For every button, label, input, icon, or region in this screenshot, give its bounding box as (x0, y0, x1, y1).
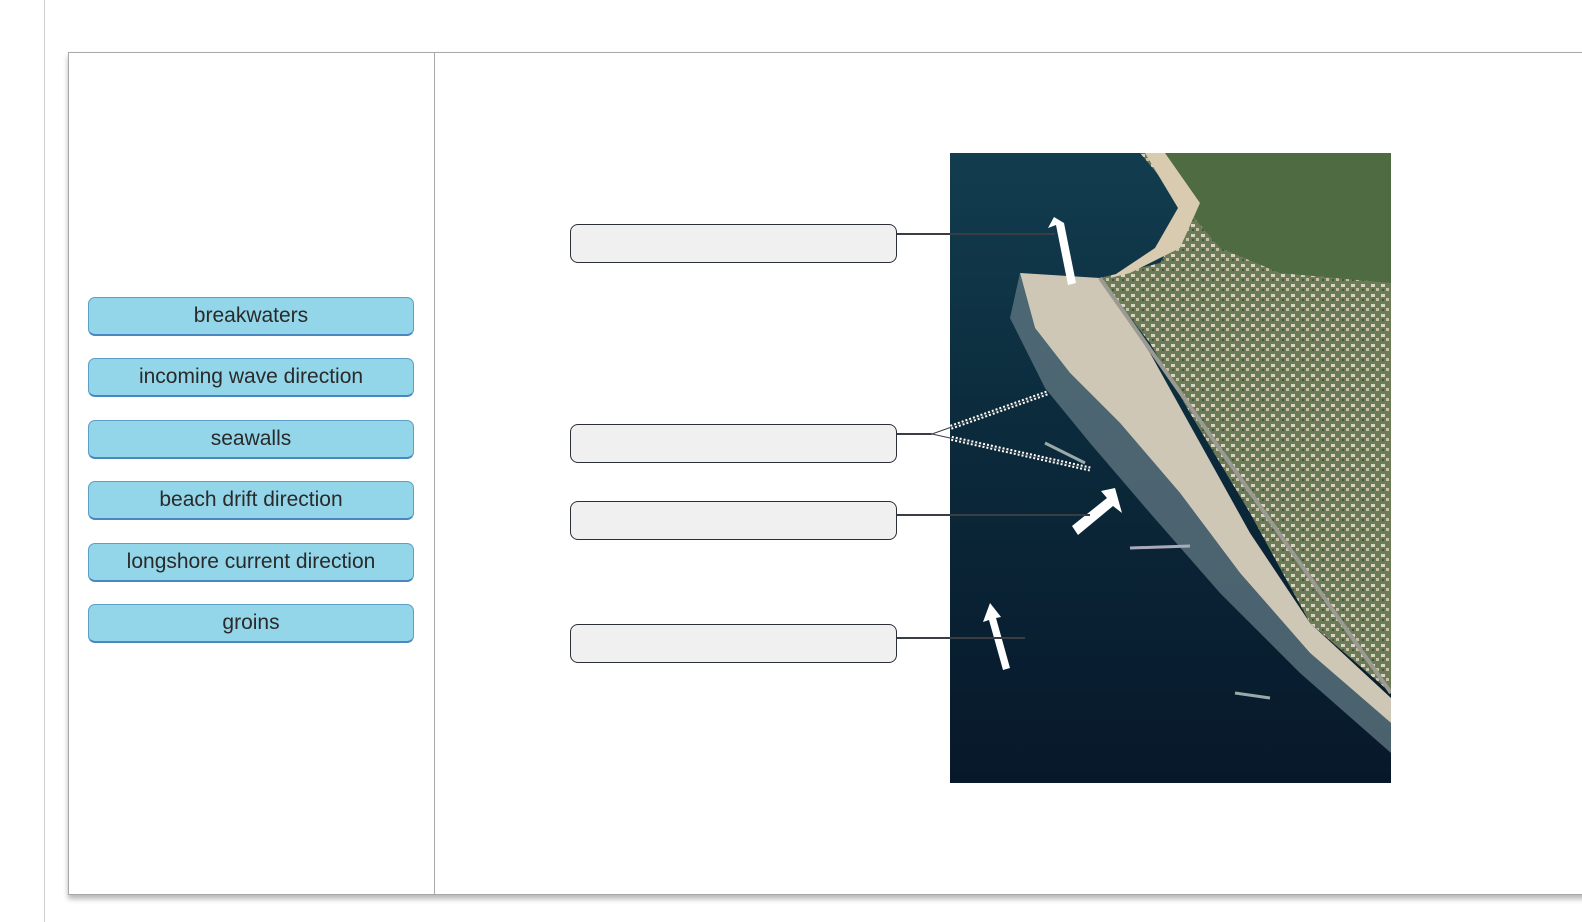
label-bank: breakwaters incoming wave direction seaw… (69, 53, 435, 894)
label-chip-breakwaters[interactable]: breakwaters (88, 297, 414, 336)
leader-lines (435, 53, 1582, 893)
drop-target-2[interactable] (570, 424, 897, 463)
labeling-activity-frame: breakwaters incoming wave direction seaw… (68, 52, 1582, 895)
label-chip-longshore-current-direction[interactable]: longshore current direction (88, 543, 414, 582)
drop-target-3[interactable] (570, 501, 897, 540)
label-chip-beach-drift-direction[interactable]: beach drift direction (88, 481, 414, 520)
label-chip-incoming-wave-direction[interactable]: incoming wave direction (88, 358, 414, 397)
drop-target-4[interactable] (570, 624, 897, 663)
page-left-rule (44, 0, 45, 922)
label-chip-seawalls[interactable]: seawalls (88, 420, 414, 459)
label-chip-groins[interactable]: groins (88, 604, 414, 643)
drop-target-1[interactable] (570, 224, 897, 263)
diagram-canvas (435, 53, 1582, 894)
